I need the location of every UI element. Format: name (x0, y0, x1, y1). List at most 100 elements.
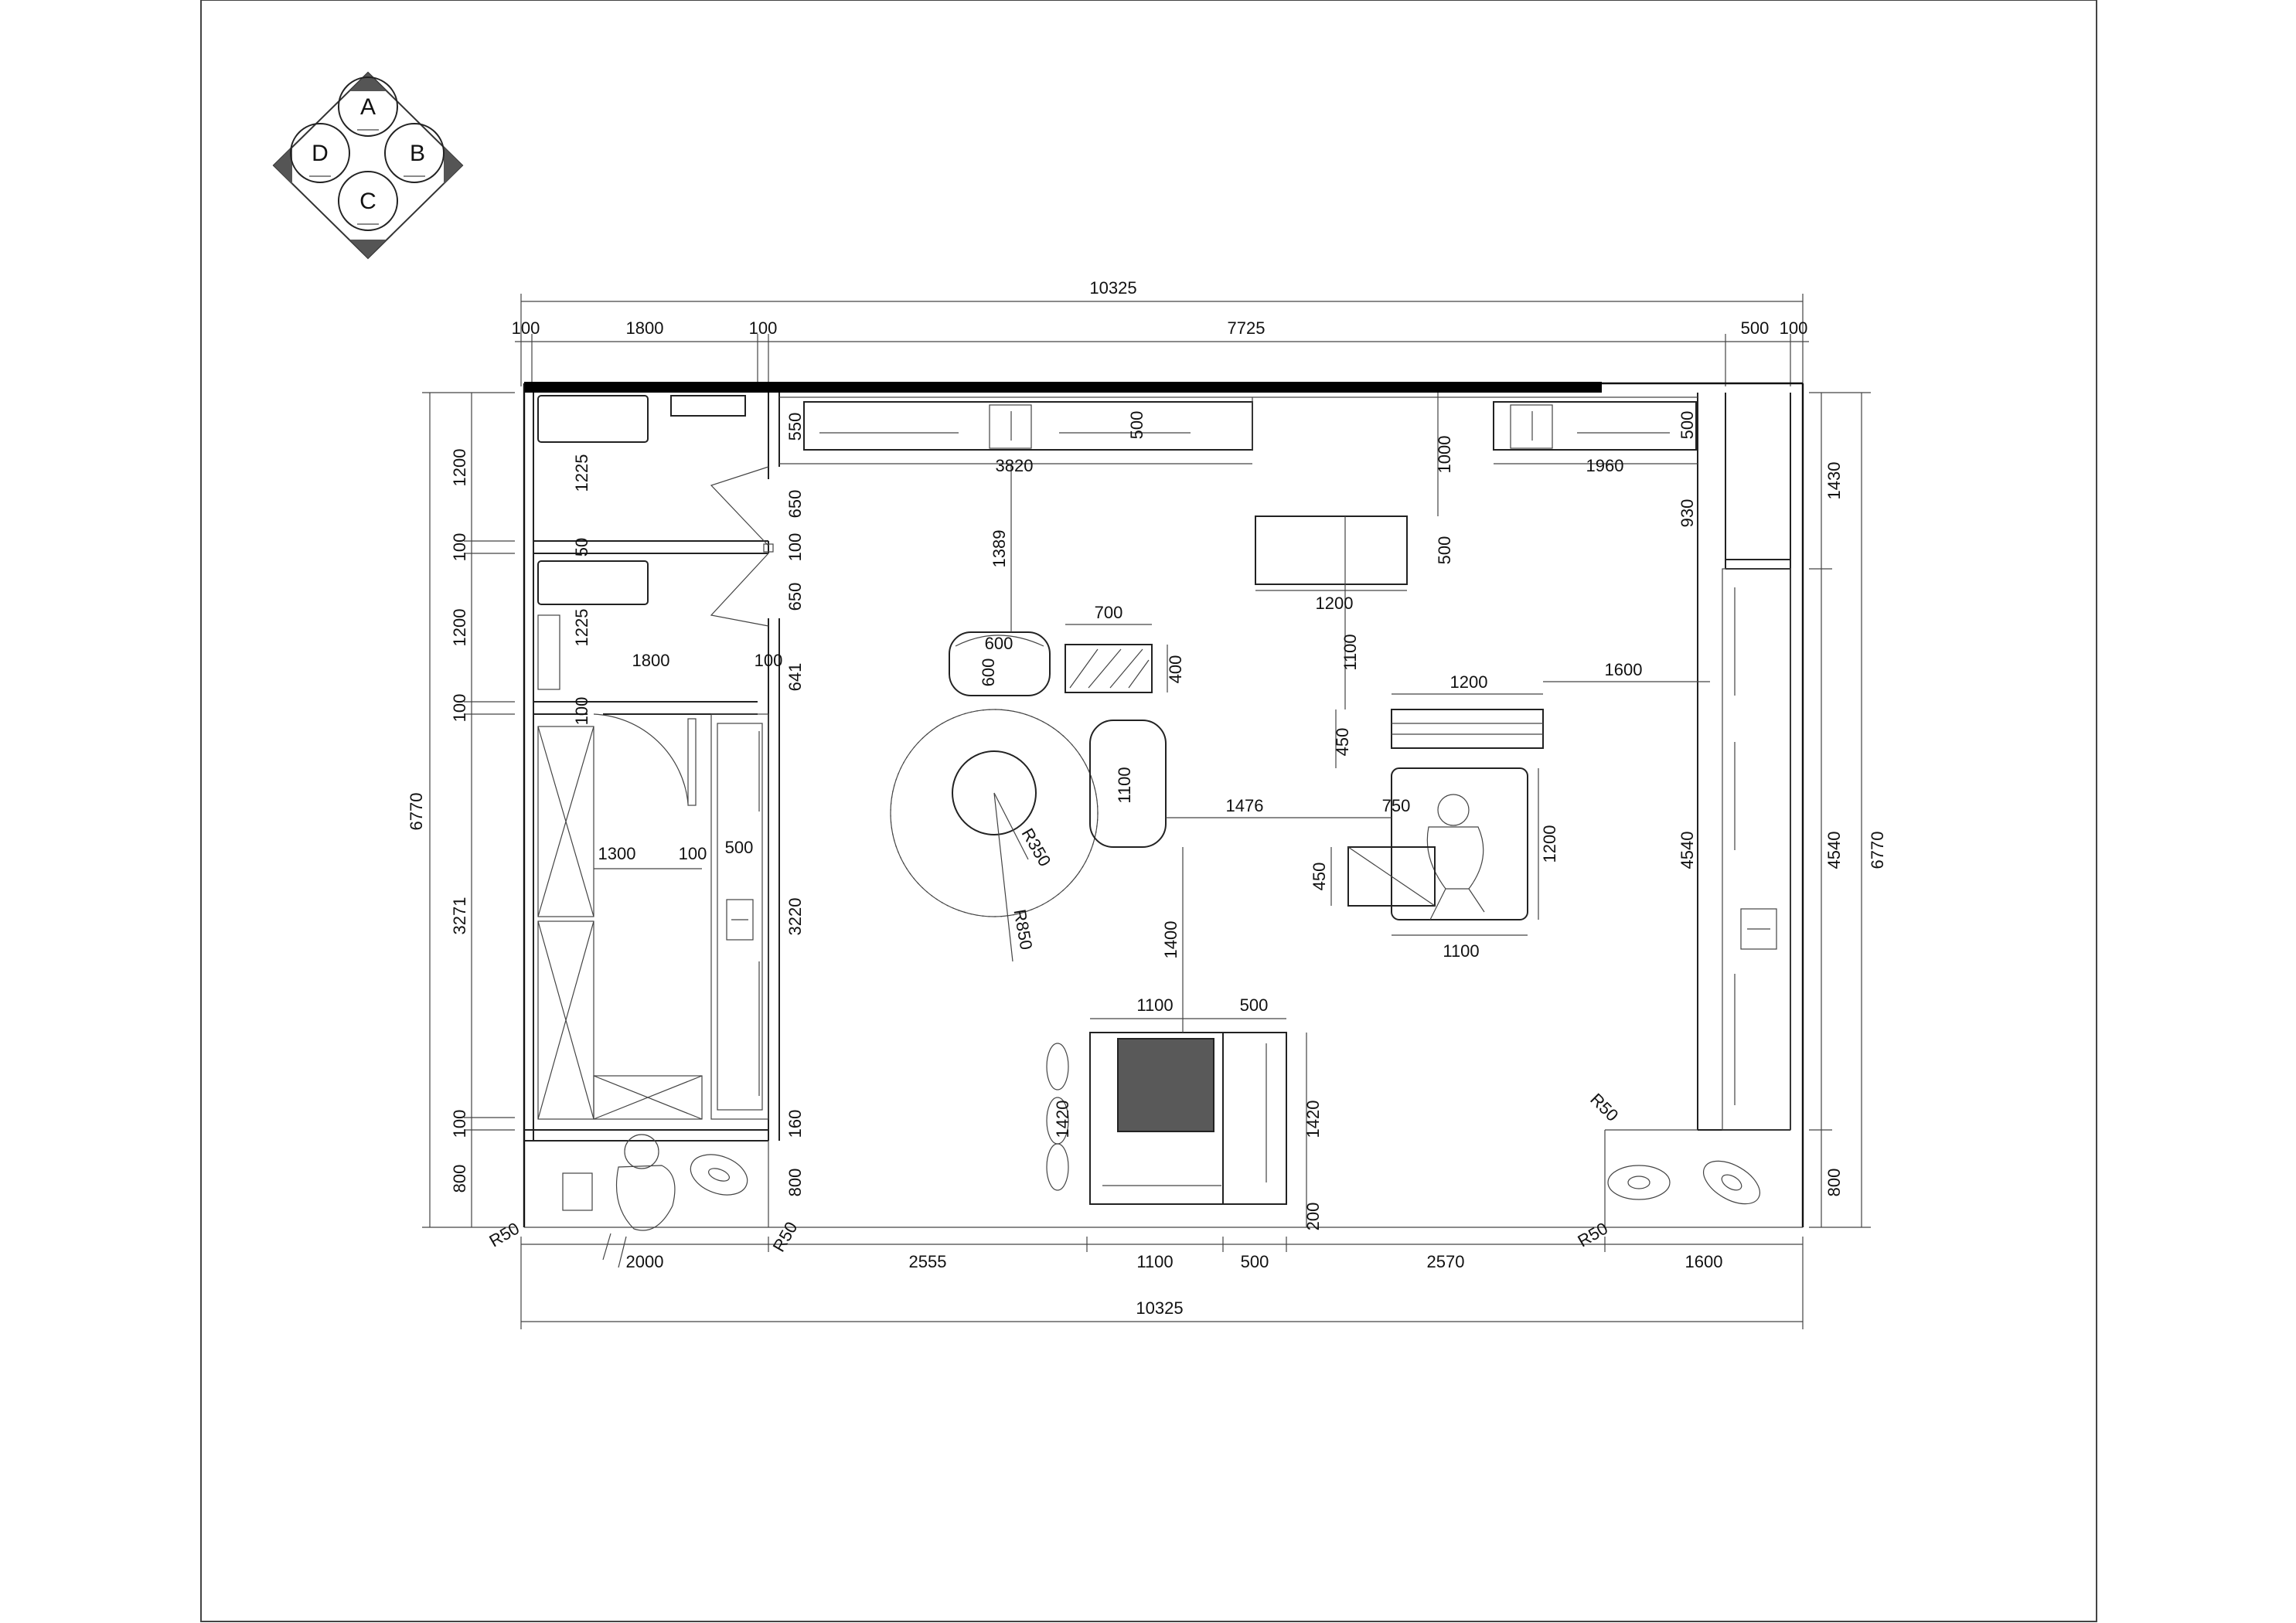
dim-label: 1800 (632, 651, 670, 670)
index-label-a: A (360, 94, 376, 120)
dim-label: 1400 (1161, 921, 1180, 959)
elevation-index-symbol: A B C D (272, 71, 464, 260)
top-dim-5: 500 (1741, 318, 1770, 338)
dim-label: 450 (1310, 863, 1329, 891)
top-cabinet-run (779, 396, 1698, 464)
dim-label: 1225 (572, 454, 591, 492)
dim-label: 750 (1382, 796, 1411, 815)
top-dim-6: 100 (1780, 318, 1808, 338)
top-total-dim: 10325 (1089, 278, 1136, 298)
chair-icon (562, 1172, 593, 1211)
dim-label: 1225 (572, 609, 591, 647)
left-dimension-chain: 6770 1200 100 1200 100 3271 100 800 (407, 392, 515, 1228)
left-wing-fixtures (537, 395, 774, 1268)
dim-label: 1100 (1443, 941, 1479, 961)
top-dim-1: 100 (512, 318, 540, 338)
dim-label: 1200 (1316, 594, 1354, 613)
dim-label: 1420 (1053, 1101, 1072, 1138)
dim-label: 1000 (1435, 436, 1454, 474)
dim-label: 700 (1095, 603, 1123, 622)
top-dim-4: 7725 (1228, 318, 1266, 338)
tall-chair-icon (1089, 720, 1167, 848)
dim-label: 500 (725, 838, 754, 857)
left-dim-7: 800 (450, 1165, 469, 1193)
index-label-d: D (312, 141, 329, 166)
top-dimension-chain: 10325 100 1800 100 7725 500 100 (512, 278, 1809, 386)
tv-screen-icon (1117, 1038, 1214, 1132)
dim-label: 800 (785, 1169, 805, 1197)
sheet-border (200, 0, 2097, 1622)
bottom-dimension-chain: 2000 2555 1100 500 2570 1600 10325 (520, 1237, 1804, 1329)
heavy-wall-top (524, 382, 1602, 393)
dim-label: 450 (1333, 728, 1352, 757)
dim-label: 650 (785, 583, 805, 611)
dim-label: 200 (1303, 1203, 1323, 1231)
left-dim-3: 1200 (450, 609, 469, 647)
top-dim-2: 1800 (626, 318, 664, 338)
dim-label: 641 (785, 663, 805, 692)
dim-label: 600 (985, 634, 1013, 653)
right-dim-3: 800 (1824, 1169, 1844, 1197)
bottom-dim-5: 2570 (1427, 1252, 1465, 1271)
bench-icon (1391, 709, 1544, 749)
dim-label: 100 (785, 533, 805, 562)
left-dim-5: 3271 (450, 897, 469, 935)
dim-label: 600 (979, 658, 998, 687)
right-dim-1: 1430 (1824, 462, 1844, 500)
left-dim-6: 100 (450, 1110, 469, 1138)
left-dim-2: 100 (450, 533, 469, 562)
dim-label: 1420 (1303, 1101, 1323, 1138)
rug-oval-icon (690, 1154, 748, 1196)
dim-label: 1300 (598, 844, 636, 863)
index-label-b: B (410, 141, 425, 166)
dim-label: 400 (1166, 655, 1185, 684)
dim-label: 3220 (785, 898, 805, 936)
dim-label: 1960 (1586, 456, 1624, 475)
round-table-icon (952, 750, 1037, 835)
right-total-dim: 6770 (1868, 832, 1887, 869)
desk-icon (1255, 515, 1408, 585)
left-dim-1: 1200 (450, 449, 469, 487)
dim-label: 4540 (1678, 832, 1697, 869)
dim-label: 500 (1678, 411, 1697, 440)
dim-label: 100 (679, 844, 707, 863)
side-table-icon (1347, 846, 1436, 907)
dim-label: 500 (1435, 536, 1454, 565)
dim-label: 1100 (1136, 995, 1173, 1015)
dim-label: 1100 (1115, 767, 1134, 803)
dim-label: 1389 (990, 530, 1009, 568)
dim-label: 1200 (1540, 825, 1559, 863)
dim-label: 1100 (1340, 634, 1360, 670)
index-label-c: C (359, 189, 376, 214)
bottom-dim-4: 500 (1241, 1252, 1269, 1271)
dim-label: 3820 (996, 456, 1034, 475)
dim-label: 500 (1127, 411, 1146, 440)
dim-label: 550 (785, 413, 805, 441)
rug-oval-icon (1607, 1165, 1671, 1200)
living-area-furniture (890, 515, 1791, 1205)
dim-label: 100 (755, 651, 783, 670)
dim-label: 50 (572, 538, 591, 556)
bottom-dim-2: 2555 (909, 1252, 947, 1271)
left-total-dim: 6770 (407, 793, 426, 831)
right-dim-2: 4540 (1824, 832, 1844, 869)
rug-oval-icon (1703, 1160, 1760, 1205)
top-dim-3: 100 (749, 318, 778, 338)
bottom-total-dim: 10325 (1136, 1298, 1183, 1318)
dim-label: 500 (1240, 995, 1269, 1015)
lounge-chair-icon (949, 631, 1051, 696)
person-figure-icon (602, 1134, 676, 1268)
dim-label: 160 (785, 1110, 805, 1138)
bottom-dim-3: 1100 (1136, 1252, 1173, 1271)
bottom-dim-6: 1600 (1685, 1252, 1723, 1271)
left-dim-4: 100 (450, 694, 469, 723)
dim-label: 650 (785, 490, 805, 519)
armchair-icon (1391, 767, 1528, 920)
dim-label: 1476 (1226, 796, 1264, 815)
interior-dimension-lines (1010, 393, 1710, 1227)
ottoman-icon (1065, 644, 1153, 693)
dim-label: 100 (572, 697, 591, 726)
dim-label: 1200 (1450, 672, 1488, 692)
bottom-dim-1: 2000 (626, 1252, 664, 1271)
